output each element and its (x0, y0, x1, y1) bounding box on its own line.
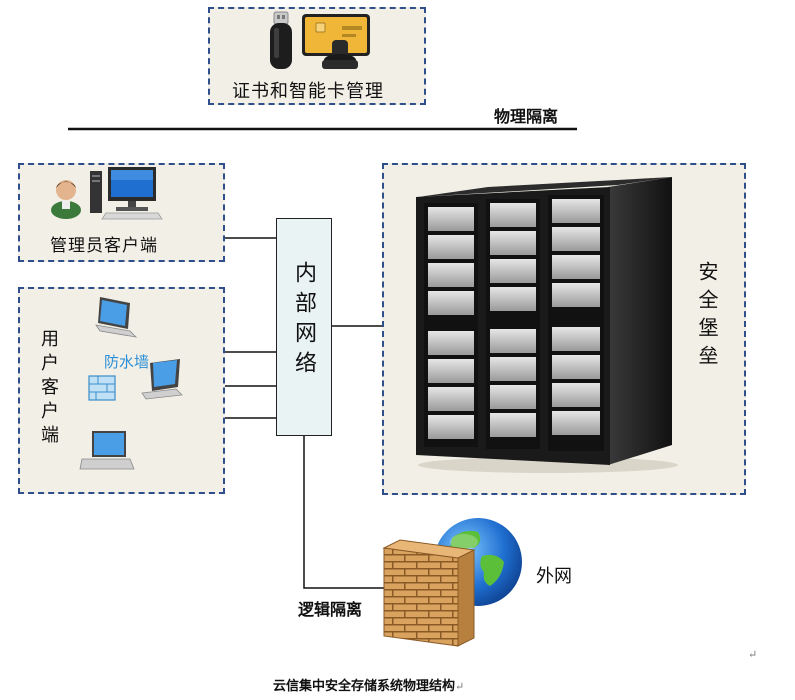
internal-network-box: 内部网络 (276, 218, 332, 436)
server-rack-units (424, 195, 604, 451)
external-network-label: 外网 (536, 566, 572, 587)
safe-fortress-box: 安全堡垒 (382, 163, 746, 495)
caption-text: 云信集中安全存储系统物理结构 (273, 679, 456, 694)
user-client-label: 用户客户端 (38, 329, 59, 449)
figure-caption: 云信集中安全存储系统物理结构↵ (273, 675, 464, 694)
server-rack-icon (416, 177, 678, 473)
laptop-icon-middle (141, 359, 183, 400)
admin-client-box: 管理员客户端 (18, 163, 225, 262)
admin-user-icon (51, 180, 81, 219)
laptop-icon-bottom (79, 431, 135, 470)
internal-network-label: 内部网络 (291, 261, 316, 381)
physical-isolation-label: 物理隔离 (494, 107, 559, 126)
desktop-computer-icon (90, 167, 163, 220)
admin-client-label: 管理员客户端 (50, 236, 158, 256)
paragraph-mark-right: ↵ (748, 648, 758, 661)
network-to-firewall-wire (303, 436, 393, 589)
laptop-icon-top (95, 297, 138, 338)
safe-fortress-label: 安全堡垒 (695, 261, 719, 373)
firewall-label: 防水墙 (104, 353, 150, 371)
usb-key-icon (270, 11, 292, 69)
cert-box-label: 证书和智能卡管理 (232, 81, 384, 102)
user-client-box: 用户客户端 防水墙 (18, 287, 225, 494)
smart-card-reader-icon (302, 14, 370, 69)
logical-isolation-label: 逻辑隔离 (298, 600, 363, 619)
brick-firewall-icon (382, 539, 476, 647)
firewall-icon (88, 375, 116, 401)
cert-management-box: 证书和智能卡管理 (208, 7, 426, 105)
paragraph-mark-caption: ↵ (455, 680, 465, 693)
